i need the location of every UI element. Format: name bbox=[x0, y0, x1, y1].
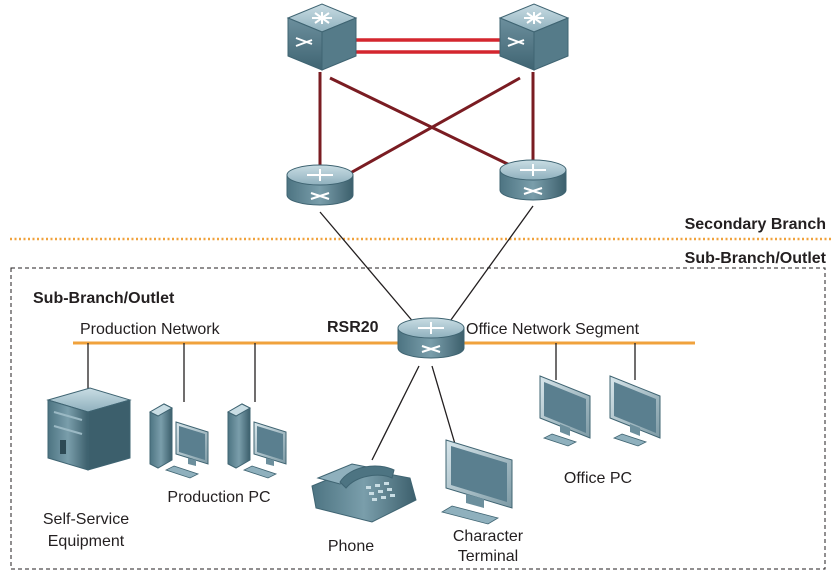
core-links bbox=[355, 38, 502, 54]
character-terminal-icon[interactable] bbox=[440, 439, 513, 525]
rsr20-label: RSR20 bbox=[327, 319, 379, 336]
production-pc-2-icon[interactable] bbox=[227, 403, 287, 479]
office-pc-2-icon[interactable] bbox=[609, 375, 661, 447]
core-switch-right-icon[interactable] bbox=[499, 3, 569, 71]
sub-branch-boundary bbox=[10, 267, 826, 570]
phone-label: Phone bbox=[328, 538, 374, 555]
sub-branch-outlet-label-box: Sub-Branch/Outlet bbox=[33, 290, 175, 307]
telephone-icon[interactable] bbox=[311, 463, 417, 523]
self-service-label-line2: Equipment bbox=[48, 533, 125, 550]
router-left-icon[interactable] bbox=[286, 164, 354, 206]
router-right-icon[interactable] bbox=[499, 159, 567, 201]
drop-lines bbox=[87, 343, 636, 402]
production-pc-1-icon[interactable] bbox=[149, 403, 209, 479]
production-pc-label: Production PC bbox=[167, 489, 270, 506]
office-pc-label: Office PC bbox=[564, 470, 632, 487]
rsr20-router-icon[interactable] bbox=[397, 317, 465, 359]
office-pc-1-icon[interactable] bbox=[539, 375, 591, 447]
office-network-segment-label: Office Network Segment bbox=[466, 321, 640, 338]
access-links bbox=[319, 205, 534, 461]
production-network-label: Production Network bbox=[80, 321, 221, 338]
sub-branch-outlet-label-right: Sub-Branch/Outlet bbox=[685, 250, 827, 267]
server-cabinet-icon[interactable] bbox=[46, 387, 132, 471]
self-service-label-line1: Self-Service bbox=[43, 511, 129, 528]
uplink-links bbox=[318, 72, 535, 178]
character-terminal-label-line1: Character bbox=[453, 528, 524, 545]
secondary-branch-label: Secondary Branch bbox=[685, 216, 826, 233]
character-terminal-label-line2: Terminal bbox=[458, 548, 518, 565]
core-switch-left-icon[interactable] bbox=[287, 3, 357, 71]
